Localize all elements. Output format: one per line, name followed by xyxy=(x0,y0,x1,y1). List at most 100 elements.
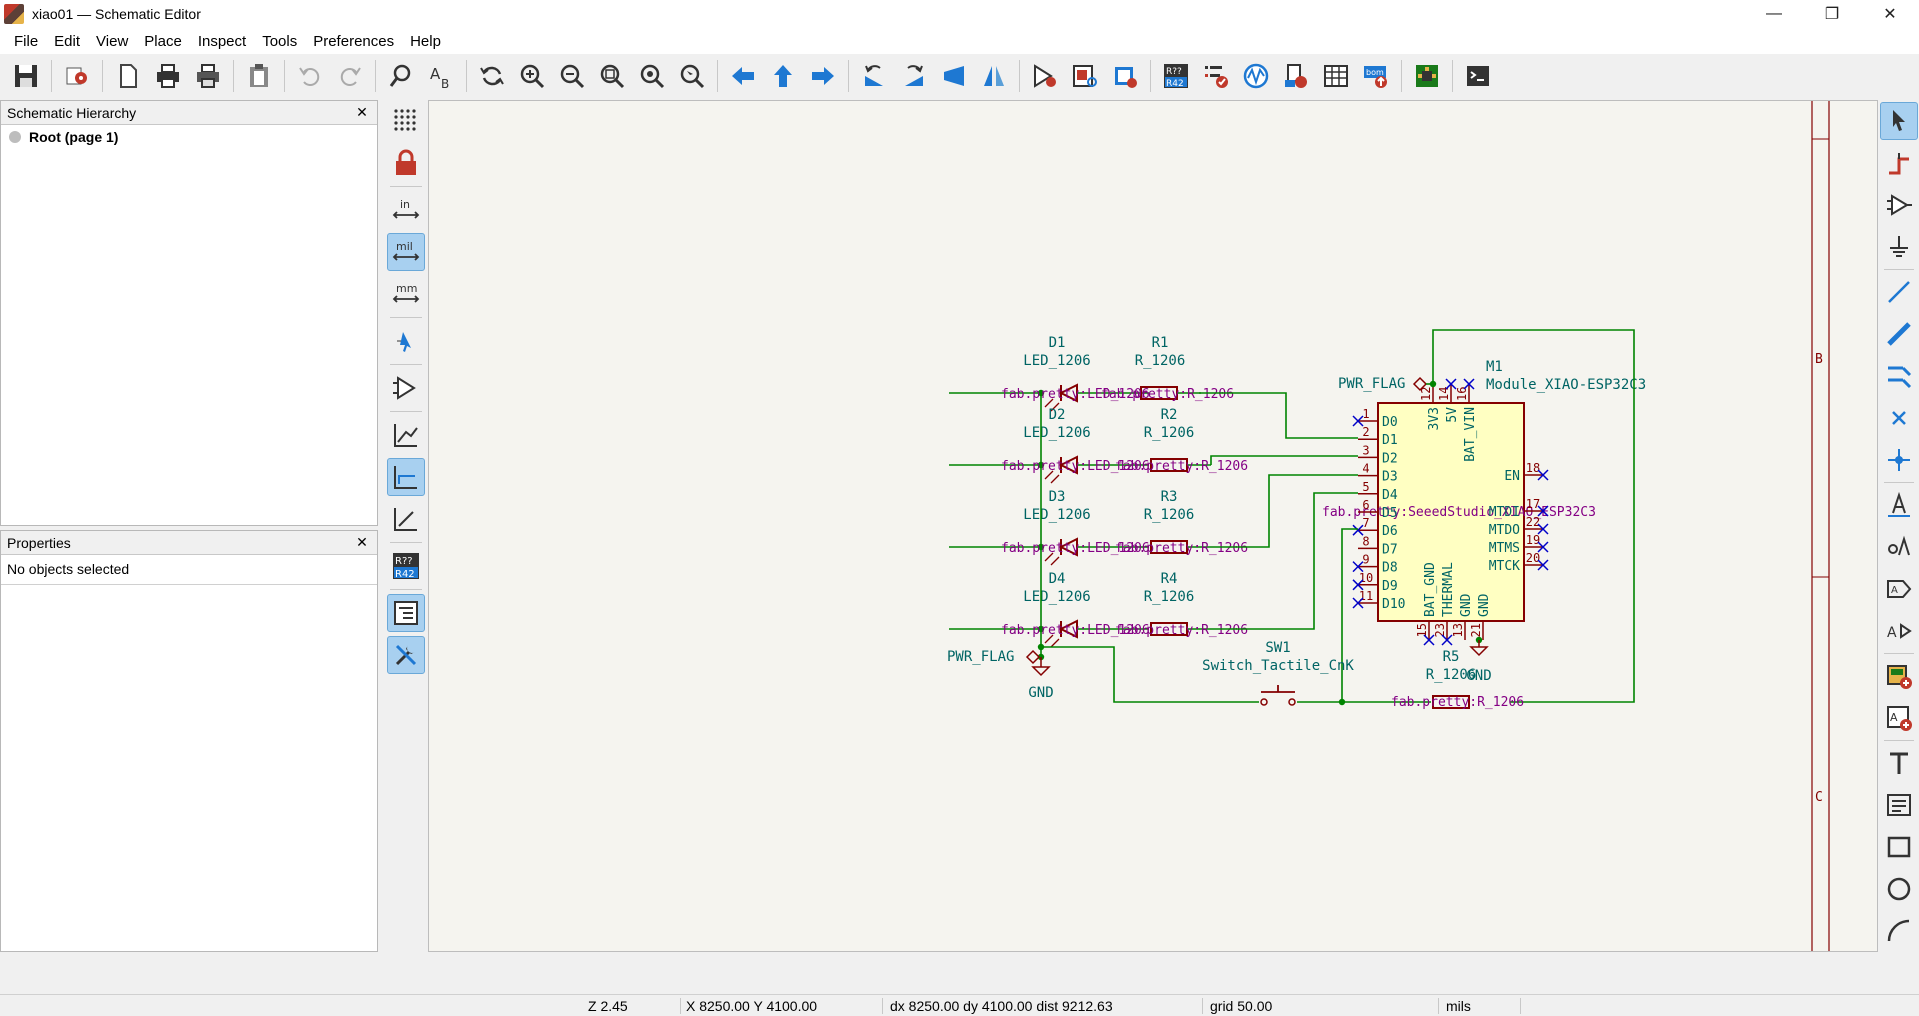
page-settings-icon[interactable] xyxy=(110,58,146,94)
zoom-objects-icon[interactable] xyxy=(634,58,670,94)
menu-help[interactable]: Help xyxy=(410,32,441,50)
menu-file[interactable]: File xyxy=(14,32,39,50)
add-text-icon[interactable] xyxy=(1880,744,1918,782)
highlight-net-icon[interactable] xyxy=(1880,144,1918,182)
paste-icon[interactable] xyxy=(241,58,277,94)
module-pin-name: MTDI xyxy=(1489,505,1520,520)
no-connect-marker xyxy=(1352,415,1364,427)
right-toolbar: A A A xyxy=(1878,100,1919,952)
add-wire-icon[interactable] xyxy=(1880,273,1918,311)
navigate-up-icon[interactable] xyxy=(765,58,801,94)
led-value-label: LED_1206 xyxy=(1023,589,1090,605)
led-light-arrows xyxy=(1044,398,1060,412)
led-value-label: LED_1206 xyxy=(1023,507,1090,523)
close-icon[interactable]: ✕ xyxy=(356,104,368,120)
menu-inspect[interactable]: Inspect xyxy=(197,32,247,50)
fields-table-icon[interactable] xyxy=(1318,58,1354,94)
menu-view[interactable]: View xyxy=(96,32,129,50)
simulator-icon[interactable] xyxy=(1238,58,1274,94)
cursor-shape-icon[interactable] xyxy=(387,322,425,360)
zoom-out-icon[interactable] xyxy=(554,58,590,94)
schematic-setup-icon[interactable] xyxy=(59,58,95,94)
wire-angle-90-icon[interactable] xyxy=(387,458,425,496)
junction-icon[interactable] xyxy=(1880,441,1918,479)
navigate-forward-icon[interactable] xyxy=(805,58,841,94)
menu-preferences[interactable]: Preferences xyxy=(313,32,395,50)
netlist-icon[interactable] xyxy=(1278,58,1314,94)
add-textbox-icon[interactable] xyxy=(1880,786,1918,824)
module-pin-name: MTDO xyxy=(1489,523,1520,538)
import-sheet-pin-icon[interactable] xyxy=(1880,657,1918,695)
print-icon[interactable] xyxy=(150,58,186,94)
pcb-editor-icon[interactable] xyxy=(1409,58,1445,94)
save-icon[interactable] xyxy=(8,58,44,94)
find-icon[interactable] xyxy=(383,58,419,94)
rotate-ccw-icon[interactable] xyxy=(856,58,892,94)
select-icon[interactable] xyxy=(1879,102,1918,140)
wire-angle-45-icon[interactable] xyxy=(387,500,425,538)
add-circle-icon[interactable] xyxy=(1880,870,1918,908)
hidden-pins-icon[interactable] xyxy=(387,369,425,407)
mirror-vertical-icon[interactable] xyxy=(936,58,972,94)
wire-angle-free-icon[interactable] xyxy=(387,416,425,454)
hier-sheet-icon[interactable]: A xyxy=(1880,612,1918,650)
no-connect-marker xyxy=(1537,541,1549,553)
undo-icon[interactable] xyxy=(292,58,328,94)
signal-wire-d4 xyxy=(1211,492,1358,630)
bom-icon[interactable]: bom xyxy=(1358,58,1394,94)
close-icon[interactable]: ✕ xyxy=(356,534,368,550)
add-image-icon[interactable]: A xyxy=(1880,699,1918,737)
add-arc-icon[interactable] xyxy=(1880,912,1918,950)
no-connect-marker xyxy=(1445,378,1457,390)
module-value-label: Module_XIAO-ESP32C3 xyxy=(1486,377,1646,393)
rotate-cw-icon[interactable] xyxy=(896,58,932,94)
grid-lock-icon[interactable] xyxy=(387,144,425,182)
module-pin-number: 16 xyxy=(1455,387,1469,401)
add-symbol-icon[interactable] xyxy=(1880,186,1918,224)
net-label-icon[interactable] xyxy=(1880,486,1918,524)
zoom-selection-icon[interactable] xyxy=(674,58,710,94)
zoom-fit-icon[interactable] xyxy=(594,58,630,94)
symbol-browser-icon[interactable] xyxy=(1067,58,1103,94)
navigate-back-icon[interactable] xyxy=(725,58,761,94)
properties-empty-text: No objects selected xyxy=(1,555,377,585)
no-connect-icon[interactable] xyxy=(1880,399,1918,437)
minimize-button[interactable]: — xyxy=(1766,5,1782,22)
status-delta: dx 8250.00 dy 4100.00 dist 9212.63 xyxy=(890,998,1113,1014)
footprint-assign-icon[interactable] xyxy=(1107,58,1143,94)
zoom-in-icon[interactable] xyxy=(514,58,550,94)
annotate-icon[interactable]: R??R42 xyxy=(1158,58,1194,94)
symbol-editor-icon[interactable] xyxy=(1027,58,1063,94)
add-power-icon[interactable] xyxy=(1880,228,1918,266)
global-label-icon[interactable] xyxy=(1880,528,1918,566)
restore-button[interactable]: ❐ xyxy=(1824,6,1840,23)
refresh-icon[interactable] xyxy=(474,58,510,94)
close-window-button[interactable]: ✕ xyxy=(1883,6,1897,23)
mirror-horizontal-icon[interactable] xyxy=(976,58,1012,94)
module-pin-number: 4 xyxy=(1362,462,1369,476)
units-mils-icon[interactable]: mil xyxy=(387,233,425,271)
menu-place[interactable]: Place xyxy=(144,32,182,50)
hierarchy-root-item[interactable]: Root (page 1) xyxy=(1,125,377,149)
redo-icon[interactable] xyxy=(332,58,368,94)
units-inches-icon[interactable]: in xyxy=(387,191,425,229)
wire-to-bus-entry-icon[interactable] xyxy=(1880,357,1918,395)
units-mm-icon[interactable]: mm xyxy=(387,275,425,313)
plot-icon[interactable] xyxy=(190,58,226,94)
grid-toggle-icon[interactable] xyxy=(387,102,425,140)
hier-label-icon[interactable]: A xyxy=(1880,570,1918,608)
hierarchy-panel-icon[interactable] xyxy=(387,594,425,632)
menu-edit[interactable]: Edit xyxy=(54,32,81,50)
menu-tools[interactable]: Tools xyxy=(262,32,298,50)
add-bus-icon[interactable] xyxy=(1880,315,1918,353)
no-connect-marker xyxy=(1537,523,1549,535)
add-rectangle-icon[interactable] xyxy=(1880,828,1918,866)
properties-panel-icon[interactable] xyxy=(387,636,425,674)
hierarchy-panel-header: Schematic Hierarchy ✕ xyxy=(1,101,377,125)
annotate-refs-icon[interactable]: R??R42 xyxy=(387,547,425,585)
erc-icon[interactable] xyxy=(1198,58,1234,94)
scripting-console-icon[interactable] xyxy=(1460,58,1496,94)
